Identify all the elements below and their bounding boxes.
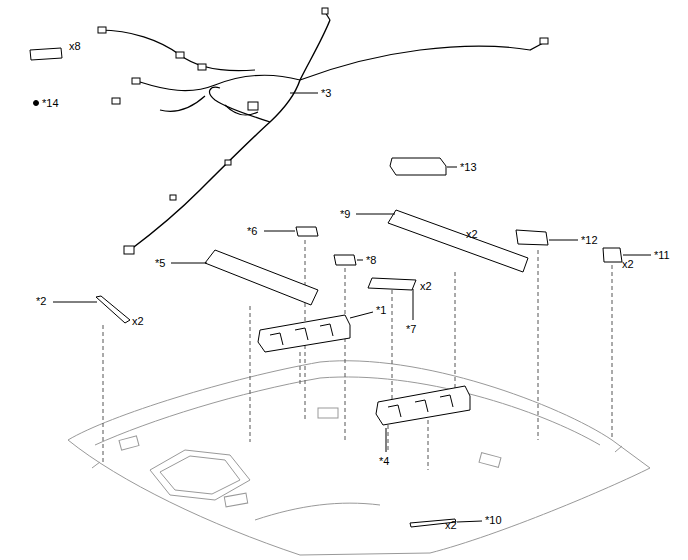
- callout-number: *10: [485, 514, 502, 527]
- callout-number: *5: [155, 257, 165, 270]
- quantity-label: x2: [622, 258, 634, 271]
- leader-lines: [53, 93, 651, 522]
- callout-number: *14: [42, 97, 59, 110]
- quantity-label: x2: [466, 228, 478, 241]
- callout-number: *6: [247, 225, 257, 238]
- callout-number: *1: [376, 304, 386, 317]
- headliner: [68, 361, 650, 555]
- callout-number: *3: [321, 87, 331, 100]
- quantity-label: x2: [420, 280, 432, 293]
- tag-part: [30, 48, 62, 60]
- drop-lines: [103, 240, 612, 470]
- callout-number: *4: [379, 455, 389, 468]
- bullet-mark: [34, 101, 39, 106]
- parts: [30, 8, 622, 527]
- callout-number: *7: [406, 323, 416, 336]
- callout-number: *11: [654, 249, 670, 262]
- quantity-label: x2: [132, 315, 144, 328]
- callout-number: *13: [460, 161, 477, 174]
- callout-number: *8: [366, 254, 376, 267]
- quantity-label: x2: [445, 519, 457, 532]
- quantity-label: x8: [69, 40, 81, 53]
- callout-number: *9: [340, 208, 350, 221]
- callout-number: *2: [36, 295, 46, 308]
- wire-harness: [130, 20, 330, 250]
- callout-number: *12: [581, 234, 598, 247]
